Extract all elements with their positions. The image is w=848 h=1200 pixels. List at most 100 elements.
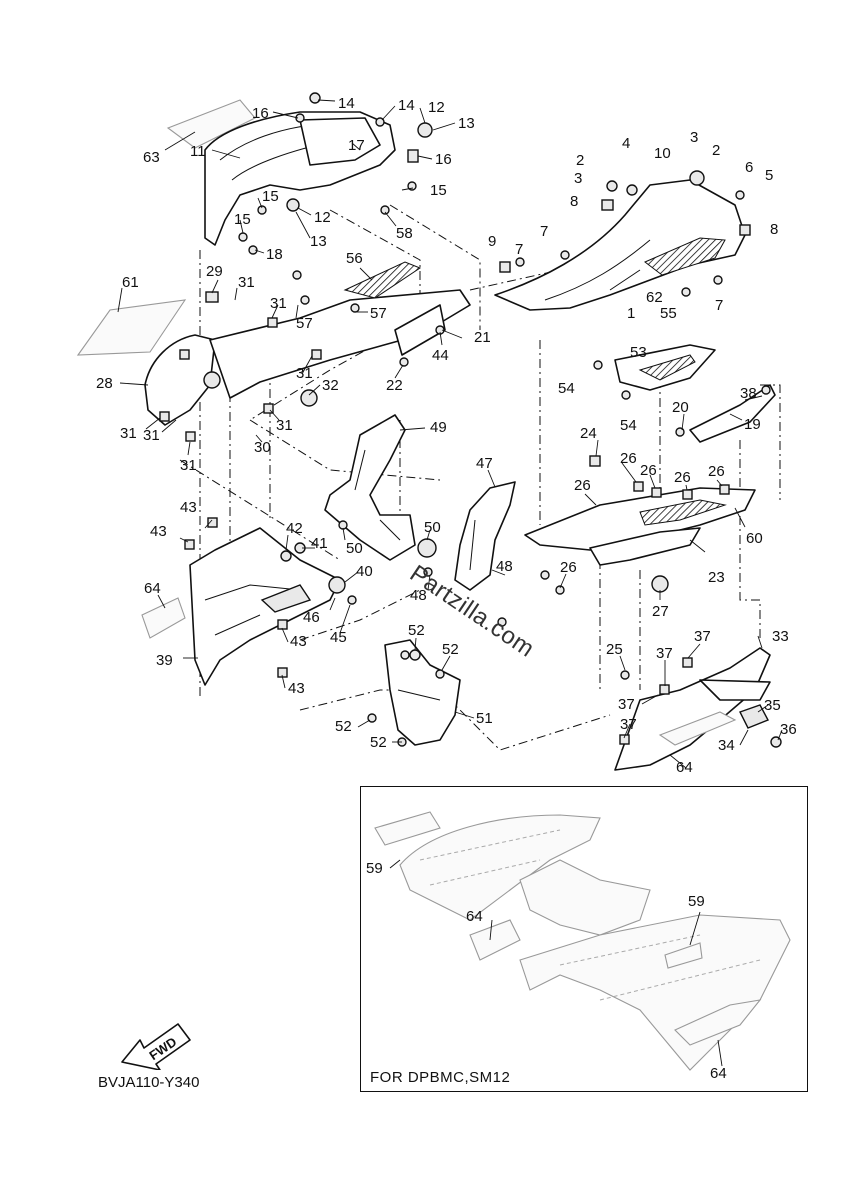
callout: 64 (676, 759, 693, 776)
callout: 51 (476, 710, 493, 727)
callout: 26 (560, 559, 577, 576)
callout: 37 (656, 645, 673, 662)
under-cowl-39 (189, 527, 341, 686)
callout: 31 (120, 425, 137, 442)
upper-right-cowl (494, 170, 751, 311)
fwd-arrow-icon: FWD (121, 1023, 191, 1070)
callout: 48 (410, 587, 427, 604)
callout: 52 (408, 622, 425, 639)
callout: 3 (690, 129, 698, 146)
callout: 58 (396, 225, 413, 242)
callout: 8 (570, 193, 578, 210)
callout: 7 (715, 297, 723, 314)
callout: 9 (488, 233, 496, 250)
callout: 53 (630, 344, 647, 361)
callout: 12 (428, 99, 445, 116)
callout: 32 (322, 377, 339, 394)
callout: 42 (286, 520, 303, 537)
callout: 43 (290, 633, 307, 650)
callout: 31 (276, 417, 293, 434)
callout: 14 (338, 95, 355, 112)
center-bottom-cover (367, 639, 461, 746)
callout: 37 (694, 628, 711, 645)
callout: 15 (234, 211, 251, 228)
callout: 39 (156, 652, 173, 669)
callout: 52 (335, 718, 352, 735)
callout: 59 (366, 860, 383, 877)
callout: 18 (266, 246, 283, 263)
decal-63 (166, 99, 256, 149)
callout: 49 (430, 419, 447, 436)
callout: 1 (627, 305, 635, 322)
callout: 60 (746, 530, 763, 547)
trim-19 (689, 384, 776, 443)
callout: 59 (688, 893, 705, 910)
callout: 26 (620, 450, 637, 467)
callout: 64 (710, 1065, 727, 1082)
callout: 50 (424, 519, 441, 536)
callout: 7 (515, 241, 523, 258)
callout: 26 (574, 477, 591, 494)
inset-frame (360, 786, 808, 1092)
lower-right-cowl (614, 647, 771, 771)
callout: 61 (122, 274, 139, 291)
callout: 26 (674, 469, 691, 486)
callout: 14 (398, 97, 415, 114)
callout: 10 (654, 145, 671, 162)
callout: 41 (311, 535, 328, 552)
callout: 36 (780, 721, 797, 738)
drawing-code: BVJA110-Y340 (98, 1074, 200, 1091)
callout: 43 (180, 499, 197, 516)
callout: 37 (620, 716, 637, 733)
center-inner-cover (324, 414, 437, 561)
callout: 16 (435, 151, 452, 168)
callout: 16 (252, 105, 269, 122)
right-middle-parts (524, 344, 776, 593)
callout: 3 (574, 170, 582, 187)
decal-64-left (141, 597, 186, 639)
inner-cover-49 (324, 414, 416, 561)
callout: 43 (288, 680, 305, 697)
callout: 8 (770, 221, 778, 238)
callout: 4 (622, 135, 630, 152)
callout: 46 (303, 609, 320, 626)
callout: 20 (672, 399, 689, 416)
callout: 35 (764, 697, 781, 714)
inner-panel-21 (209, 289, 471, 399)
callout: 13 (458, 115, 475, 132)
grille-56 (343, 261, 422, 299)
callout: 40 (356, 563, 373, 580)
callout: 31 (180, 457, 197, 474)
callout: 25 (606, 641, 623, 658)
callout: 17 (348, 137, 365, 154)
center-bracket (454, 481, 516, 591)
callout: 52 (442, 641, 459, 658)
callout: 44 (432, 347, 449, 364)
callout: 31 (238, 274, 255, 291)
callout: 28 (96, 375, 113, 392)
callout: 12 (314, 209, 331, 226)
callout: 63 (143, 149, 160, 166)
bracket-44 (394, 304, 446, 356)
callout: 19 (744, 416, 761, 433)
inset-caption: FOR DPBMC,SM12 (370, 1069, 511, 1086)
callout: 56 (346, 250, 363, 267)
callout: 26 (708, 463, 725, 480)
leader-lines (117, 99, 783, 1067)
front-cowl-assembly (166, 99, 433, 246)
callout: 15 (430, 182, 447, 199)
callout: 24 (580, 425, 597, 442)
callout: 2 (712, 142, 720, 159)
callout: 2 (576, 152, 584, 169)
callout: 54 (558, 380, 575, 397)
callout: 26 (640, 462, 657, 479)
callout-labels: 63 11 16 14 14 12 13 17 16 15 15 15 12 1… (96, 95, 797, 1082)
callout: 31 (143, 427, 160, 444)
callout: 6 (745, 159, 753, 176)
callout: 43 (150, 523, 167, 540)
callout: 31 (270, 295, 287, 312)
inset-detail-drawing (374, 811, 791, 1071)
callout: 54 (620, 417, 637, 434)
callout: 48 (496, 558, 513, 575)
